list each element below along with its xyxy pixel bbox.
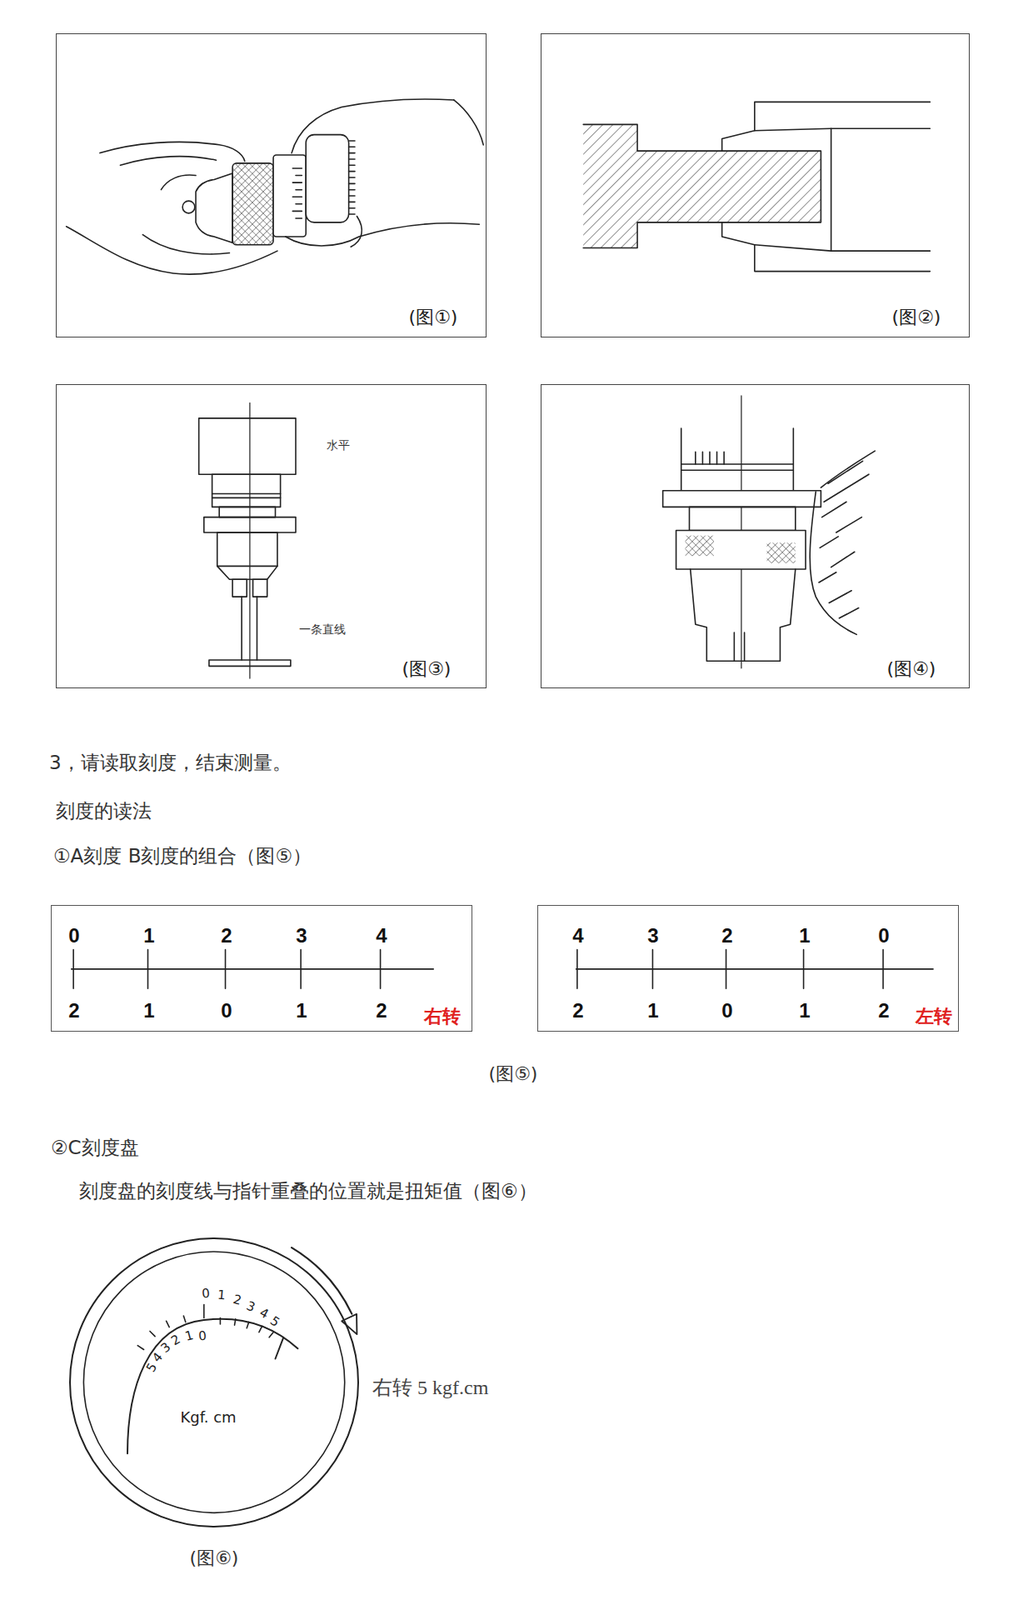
scale-number: 2: [878, 998, 889, 1024]
figure-caption: (图③): [402, 658, 452, 680]
scale-number: 0: [220, 998, 232, 1024]
dial-number: 5: [267, 1312, 283, 1330]
dial-number: 3: [158, 1338, 175, 1356]
unit-label: Kgf. cm: [179, 1407, 236, 1427]
turn-direction: 右转: [424, 1005, 461, 1028]
scale-lines: [71, 949, 934, 989]
scale-number: 4: [572, 923, 584, 949]
scale-number: 0: [878, 923, 889, 949]
annotation: 水平: [326, 439, 350, 454]
scale-number: 1: [798, 998, 810, 1024]
annotation: 一条直线: [299, 623, 346, 638]
scale-number: 2: [220, 923, 232, 949]
dial-number: 1: [216, 1287, 226, 1303]
section-heading: ①A刻度 B刻度的组合（图⑤）: [53, 844, 312, 869]
scale-number: 2: [68, 998, 80, 1024]
figure-panel: (图②): [540, 33, 970, 338]
scale-number: 0: [68, 923, 80, 949]
step-text: 3，请读取刻度，结束测量。: [49, 751, 292, 775]
figure-caption: (图①): [409, 306, 459, 329]
dial-number: 4: [257, 1304, 272, 1322]
dial: 012345543210Kgf. cm: [69, 1237, 360, 1528]
dial-number: 2: [168, 1331, 183, 1348]
scale-number: 1: [295, 998, 307, 1024]
figure-panel: (图①): [55, 33, 487, 338]
dial-number: 0: [200, 1285, 210, 1302]
scale-number: 4: [375, 923, 387, 949]
figure-panel: (图④): [540, 384, 970, 689]
figure-caption: (图④): [887, 658, 937, 680]
hands-with-gauge: [66, 99, 485, 275]
section-heading: ②C刻度盘: [50, 1136, 140, 1160]
scale-number: 1: [143, 923, 155, 949]
turn-direction: 左转: [915, 1005, 953, 1028]
scale-number: 1: [647, 998, 659, 1024]
figure-caption: (图②): [892, 306, 942, 329]
scale-number: 2: [375, 998, 387, 1024]
scale-number: 0: [721, 998, 733, 1024]
scale-number: 3: [647, 923, 659, 949]
vertical-gauge: [199, 403, 296, 679]
dial-number: 1: [183, 1327, 195, 1344]
dial-number: 3: [244, 1297, 258, 1315]
figure-caption: (图⑥): [189, 1547, 240, 1569]
dial-number: 2: [231, 1291, 244, 1308]
dial-drawing: [83, 1247, 357, 1513]
scale-number: 1: [143, 998, 155, 1024]
section-view: [583, 101, 930, 271]
scale-number: 3: [295, 923, 307, 949]
figure-caption: (图⑤): [489, 1062, 539, 1085]
scale-number: 2: [721, 923, 733, 949]
section-heading: 刻度的读法: [55, 799, 152, 824]
figure-panel: 水平一条直线 (图③): [55, 384, 487, 689]
scale-box: 4 3 2 1 0 2 1 0 1 2 左转: [537, 904, 959, 1032]
reading-value: 右转 5 kgf.cm: [372, 1375, 489, 1400]
gauge-against-wall: [663, 395, 876, 669]
scale-number: 1: [798, 923, 810, 949]
scale-box: 0 1 2 3 4 2 1 0 1 2 右转: [50, 904, 473, 1032]
body-text: 刻度盘的刻度线与指针重叠的位置就是扭矩值（图⑥）: [79, 1179, 538, 1203]
scale-number: 2: [572, 998, 584, 1024]
dial-number: 0: [197, 1327, 207, 1344]
